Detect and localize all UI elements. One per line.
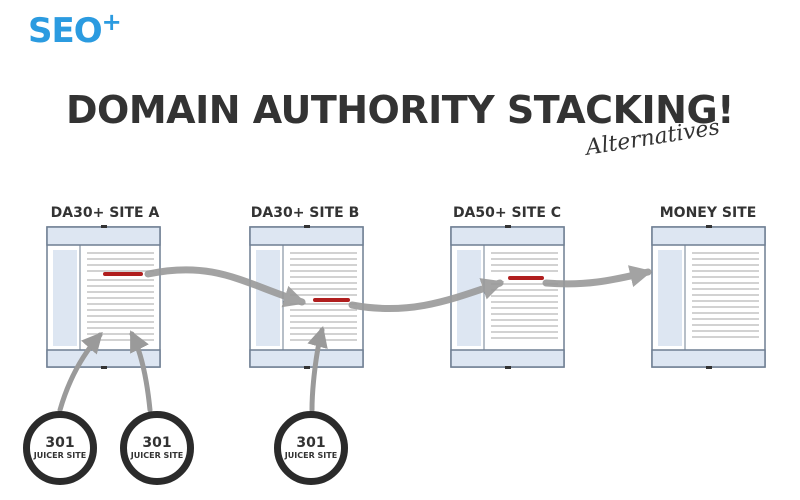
juicer-site-3: 301 JUICER SITE xyxy=(274,411,348,485)
site-b-page-icon xyxy=(249,225,364,369)
site-b-backlink xyxy=(313,298,350,302)
juicer-1-caption: JUICER SITE xyxy=(33,450,87,460)
site-c-label: DA50+ SITE C xyxy=(452,205,562,221)
juicer-2-number: 301 xyxy=(142,434,172,451)
juicer-site-1: 301 JUICER SITE xyxy=(23,411,97,485)
seo-plus-logo: SEO+ xyxy=(28,10,122,51)
juicer-2-caption: JUICER SITE xyxy=(130,450,184,460)
arrow-juicer-1-to-a xyxy=(57,331,103,413)
site-a-backlink xyxy=(103,272,143,276)
money-site-label: MONEY SITE xyxy=(659,205,757,221)
logo-text: SEO xyxy=(28,11,103,51)
site-a-label: DA30+ SITE A xyxy=(50,205,160,221)
arrow-b-to-c xyxy=(348,278,505,313)
juicer-site-2: 301 JUICER SITE xyxy=(120,411,194,485)
page-title: DOMAIN AUTHORITY STACKING! xyxy=(66,88,734,132)
juicer-3-caption: JUICER SITE xyxy=(284,450,338,460)
arrow-juicer-3-to-b xyxy=(307,325,328,413)
money-site-page-icon xyxy=(651,225,766,369)
site-a-page-icon xyxy=(46,225,161,369)
site-c-backlink xyxy=(508,276,544,280)
arrow-a-to-b xyxy=(144,266,307,308)
arrow-juicer-2-to-a xyxy=(129,330,153,413)
juicer-1-number: 301 xyxy=(45,434,75,451)
site-b-label: DA30+ SITE B xyxy=(250,205,360,221)
arrow-c-to-money xyxy=(542,265,653,288)
logo-plus: + xyxy=(101,8,122,36)
juicer-3-number: 301 xyxy=(296,434,326,451)
site-c-page-icon xyxy=(450,225,565,369)
